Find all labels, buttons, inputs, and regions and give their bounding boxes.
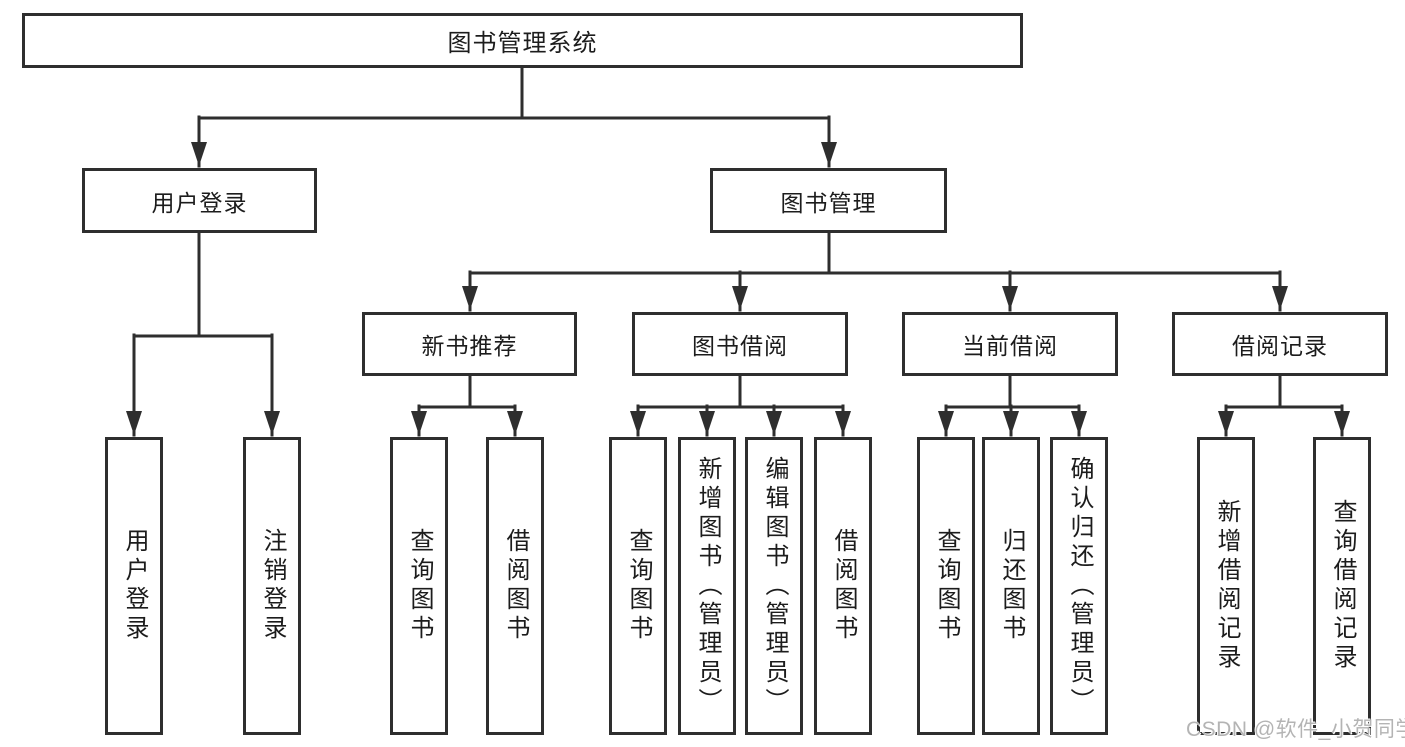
connector-user-login-branch: [132, 231, 274, 338]
node-book-management: 图书管理: [710, 168, 947, 233]
connector-new-book-branch: [417, 373, 517, 409]
leaf-bb-borrow-books: 借阅图书: [814, 437, 872, 735]
leaf-rec-add-record: 新增借阅记录: [1197, 437, 1255, 735]
connector-root-to-level2: [197, 66, 831, 120]
node-user-login: 用户登录: [82, 168, 317, 233]
leaf-cb-confirm-return: 确认归还（管理员）: [1050, 437, 1108, 735]
leaf-cb-query-books: 查询图书: [917, 437, 975, 735]
connector-book-borrowing-branch: [636, 373, 845, 409]
leaf-rec-query-record: 查询借阅记录: [1313, 437, 1371, 735]
leaf-nb-query-books: 查询图书: [390, 437, 448, 735]
leaf-user-login: 用户登录: [105, 437, 163, 735]
node-book-borrowing: 图书借阅: [632, 312, 848, 376]
leaf-bb-add-books: 新增图书（管理员）: [678, 437, 736, 735]
leaf-logout: 注销登录: [243, 437, 301, 735]
node-current-borrowing: 当前借阅: [902, 312, 1118, 376]
node-new-book-recommend: 新书推荐: [362, 312, 577, 376]
leaf-bb-query-books: 查询图书: [609, 437, 667, 735]
connector-records-branch: [1224, 373, 1344, 409]
connector-book-management-branch: [468, 231, 1282, 275]
node-borrowing-records: 借阅记录: [1172, 312, 1388, 376]
leaf-cb-return-books: 归还图书: [982, 437, 1040, 735]
connector-current-borrowing-branch: [944, 373, 1081, 409]
leaf-nb-borrow-books: 借阅图书: [486, 437, 544, 735]
watermark: CSDN @软件_小贺同学: [1186, 718, 1405, 741]
leaf-bb-edit-books: 编辑图书（管理员）: [745, 437, 803, 735]
node-library-management-system: 图书管理系统: [22, 13, 1023, 68]
